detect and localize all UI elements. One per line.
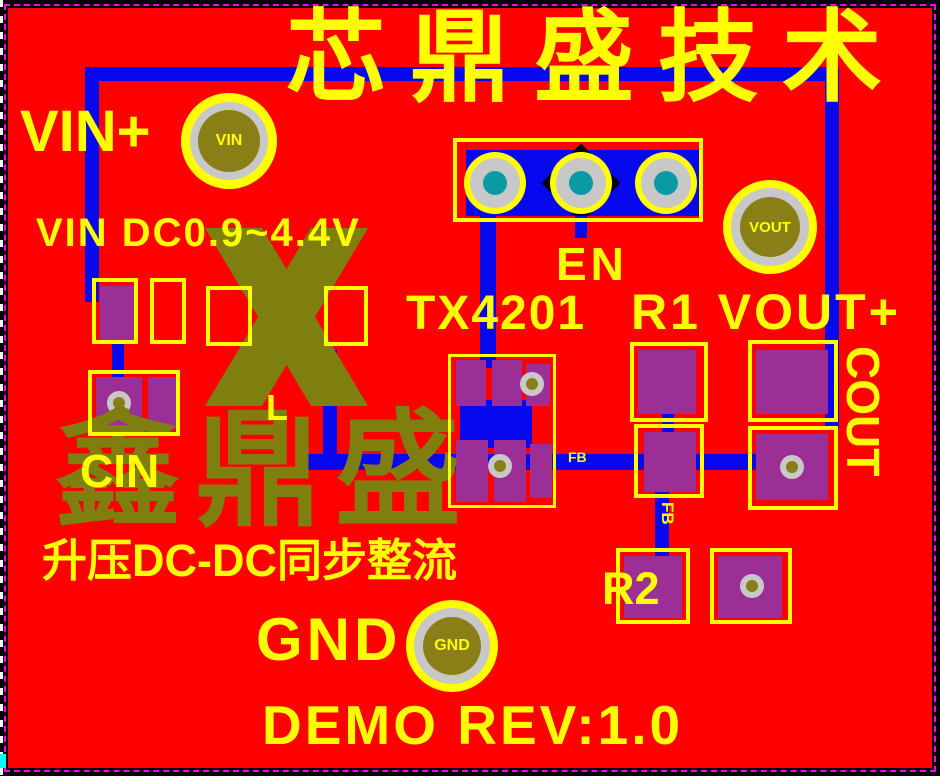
board-title[interactable]: 芯鼎盛技术 bbox=[286, 2, 906, 114]
smd-pad-chip-4[interactable] bbox=[456, 440, 488, 502]
smd-pad-r2-1[interactable] bbox=[624, 556, 682, 618]
header-pad-2-hole bbox=[568, 170, 594, 196]
origin-tick bbox=[0, 754, 6, 768]
ruler-ticks bbox=[0, 0, 3, 776]
fb-label-top[interactable]: FB bbox=[568, 449, 587, 465]
smd-pad-chip-6[interactable] bbox=[530, 444, 552, 498]
cin-label[interactable]: CIN bbox=[80, 445, 160, 497]
outline-inductor-1[interactable] bbox=[206, 286, 252, 346]
smd-pad-chip-2[interactable] bbox=[492, 360, 522, 406]
en-label[interactable]: EN bbox=[556, 238, 628, 290]
r1-vout-label[interactable]: R1 VOUT+ bbox=[631, 284, 901, 340]
r2-label[interactable]: R2 bbox=[602, 563, 660, 614]
smd-pad-chip-1[interactable] bbox=[456, 360, 486, 406]
via-chip-bottom[interactable] bbox=[488, 454, 512, 478]
gnd-pad[interactable]: GND bbox=[406, 600, 498, 692]
outline-r1-bottom[interactable] bbox=[634, 424, 704, 498]
outline-r2-left[interactable] bbox=[616, 548, 690, 624]
outline-input-cap-2[interactable] bbox=[150, 278, 186, 344]
outline-r2-right[interactable] bbox=[710, 548, 792, 624]
inductor-label[interactable]: L bbox=[266, 387, 288, 428]
outline-input-cap-1[interactable] bbox=[92, 278, 138, 344]
outline-chip[interactable] bbox=[448, 354, 556, 508]
outline-inductor-2[interactable] bbox=[324, 286, 368, 346]
cout-label[interactable]: COUT bbox=[837, 346, 889, 477]
gnd-pad-hole bbox=[422, 616, 482, 676]
trace-main-loop[interactable] bbox=[85, 67, 839, 428]
via-r2[interactable] bbox=[740, 574, 764, 598]
outline-r1-top[interactable] bbox=[630, 342, 708, 422]
vout-pad-hole bbox=[739, 196, 801, 258]
via-cout[interactable] bbox=[780, 455, 804, 479]
smd-pad-cout-1[interactable] bbox=[756, 350, 828, 414]
smd-pad-input-cap[interactable] bbox=[100, 286, 134, 340]
demo-rev-label[interactable]: DEMO REV:1.0 bbox=[262, 694, 684, 756]
vin-pad[interactable]: VIN bbox=[181, 93, 277, 189]
logo-x-stroke-2[interactable] bbox=[205, 228, 368, 406]
smd-pad-r1-2[interactable] bbox=[644, 432, 696, 492]
description-label[interactable]: 升压DC-DC同步整流 bbox=[42, 535, 457, 586]
via-cin[interactable] bbox=[107, 391, 131, 415]
header-pad-3[interactable] bbox=[635, 152, 697, 214]
vin-spec-label[interactable]: VIN DC0.9~4.4V bbox=[36, 211, 361, 255]
smd-pad-cin-2[interactable] bbox=[148, 377, 178, 429]
chip-label[interactable]: TX4201 bbox=[406, 287, 587, 340]
header-pad-1[interactable] bbox=[464, 152, 526, 214]
header-pad-1-hole bbox=[482, 170, 508, 196]
smd-pad-r1-1[interactable] bbox=[638, 350, 696, 414]
vin-pad-label: VIN bbox=[215, 132, 243, 149]
header-pad-3-hole bbox=[653, 170, 679, 196]
outline-header[interactable] bbox=[453, 138, 703, 222]
outline-cout-bottom[interactable] bbox=[748, 426, 838, 510]
vin-pad-hole bbox=[198, 110, 260, 172]
via-chip-top[interactable] bbox=[520, 372, 544, 396]
gnd-label[interactable]: GND bbox=[256, 606, 402, 673]
fb-label-vertical[interactable]: FB bbox=[658, 502, 677, 525]
gnd-pad-label: GND bbox=[434, 637, 470, 654]
header-pad-2[interactable] bbox=[550, 152, 612, 214]
vout-pad-label: VOUT bbox=[749, 218, 791, 236]
vout-pad[interactable]: VOUT bbox=[723, 180, 817, 274]
outline-cin[interactable] bbox=[88, 370, 180, 436]
vin-plus-label[interactable]: VIN+ bbox=[20, 99, 151, 164]
outline-cout-top[interactable] bbox=[748, 340, 838, 422]
watermark-text[interactable]: 鑫鼎盛 bbox=[55, 400, 475, 541]
